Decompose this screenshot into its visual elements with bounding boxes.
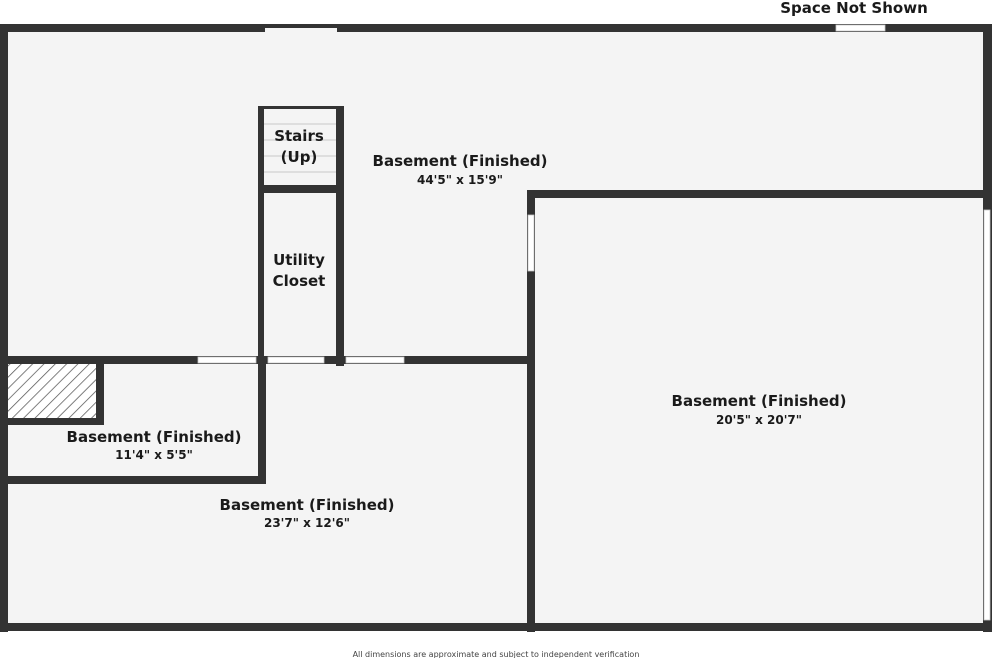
basement-bottom-name: Basement (Finished)	[220, 496, 395, 514]
space-not-shown-label: Space Not Shown	[780, 0, 928, 17]
basement-main-name: Basement (Finished)	[373, 152, 548, 170]
wall-bottom	[0, 623, 992, 631]
wall-stairs-bottom	[258, 185, 344, 193]
stairs-label-line1: Stairs	[274, 127, 324, 145]
stairs-label-line2: (Up)	[281, 148, 318, 166]
basement-small-name: Basement (Finished)	[67, 428, 242, 446]
opening-top-left	[265, 28, 337, 34]
footer-disclaimer: All dimensions are approximate and subje…	[353, 650, 640, 658]
floor-area	[4, 28, 988, 628]
opening-right-room-left	[527, 214, 535, 272]
basement-right-name: Basement (Finished)	[672, 392, 847, 410]
wall-stairs-right	[336, 108, 344, 366]
basement-right-dimensions: 20'5" x 20'7"	[716, 413, 802, 427]
basement-small-dimensions: 11'4" x 5'5"	[115, 448, 193, 462]
wall-mid-horizontal	[0, 356, 535, 364]
opening-mid-2	[267, 356, 325, 364]
utility-label-line2: Closet	[273, 272, 326, 290]
opening-mid-1	[197, 356, 257, 364]
basement-bottom-dimensions: 23'7" x 12'6"	[264, 516, 350, 530]
opening-right-edge	[983, 209, 991, 621]
wall-stairs-left	[258, 108, 264, 366]
wall-right-room-top	[527, 190, 992, 198]
wall-left	[0, 24, 8, 632]
opening-mid-3	[345, 356, 405, 364]
openings	[197, 24, 991, 621]
wall-right-room-left	[527, 190, 535, 632]
wall-top	[0, 24, 992, 32]
opening-top-right	[835, 24, 886, 32]
basement-main-dimensions: 44'5" x 15'9"	[417, 173, 503, 187]
hatched-block	[8, 364, 98, 420]
wall-hatch-right	[96, 356, 104, 424]
wall-stairs-top	[258, 106, 344, 109]
wall-small-room-bottom	[0, 476, 266, 484]
wall-small-room-right	[258, 356, 266, 484]
stair-treads	[264, 123, 338, 173]
wall-hatch-bottom	[0, 418, 104, 425]
wall-right-upper	[983, 24, 992, 198]
utility-label-line1: Utility	[273, 251, 325, 269]
